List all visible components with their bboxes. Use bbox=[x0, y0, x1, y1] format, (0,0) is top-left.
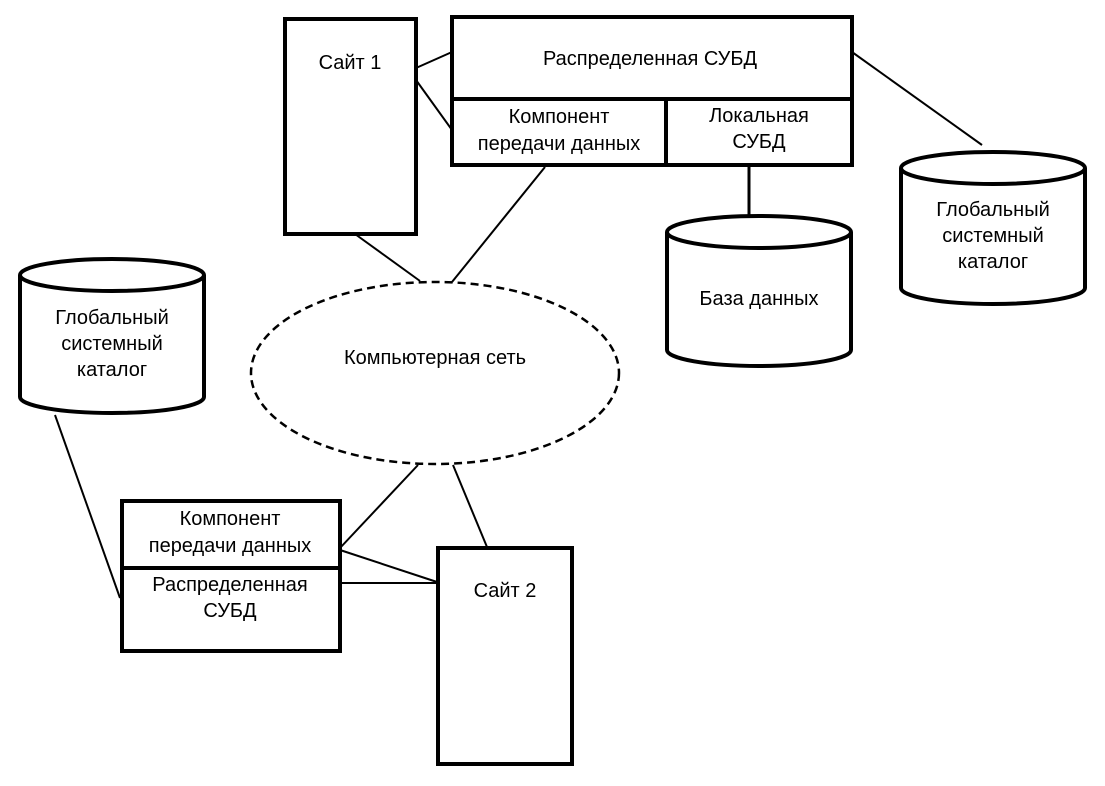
gsc-right-top bbox=[899, 150, 1087, 186]
site1-box bbox=[283, 17, 418, 236]
gsc-left-line2: системный bbox=[61, 333, 163, 355]
connector-ddbms-gsc-right bbox=[851, 51, 983, 146]
gsc-left-top bbox=[18, 257, 206, 293]
ddbms-bottom-box bbox=[120, 499, 342, 653]
dc-bottom-line2: передачи данных bbox=[149, 535, 312, 557]
connector-site1-ddbms bbox=[415, 51, 453, 69]
connector-network-site2 bbox=[452, 464, 488, 548]
site1-node: Сайт 1 bbox=[283, 17, 418, 236]
local-dbms-line2: СУБД bbox=[732, 131, 786, 153]
gsc-left-line1: Глобальный bbox=[55, 307, 169, 329]
gsc-right-body bbox=[899, 168, 1087, 306]
ddbms-bottom-line2: СУБД bbox=[203, 600, 257, 622]
dc-top-line1: Компонент bbox=[509, 106, 610, 128]
site1-label: Сайт 1 bbox=[319, 52, 382, 74]
database-top bbox=[665, 214, 853, 250]
database-body bbox=[665, 232, 853, 368]
ddbms-top-box bbox=[450, 15, 854, 167]
gsc-left-line3: каталог bbox=[77, 359, 147, 381]
dc-top-line2: передачи данных bbox=[478, 133, 641, 155]
connector-site1-network bbox=[354, 233, 421, 282]
ddbms-top-label: Распределенная СУБД bbox=[543, 48, 758, 70]
network-label: Компьютерная сеть bbox=[344, 347, 526, 369]
connector-gsc-left-ddbms-bottom bbox=[54, 414, 121, 599]
local-dbms-line1: Локальная bbox=[709, 105, 809, 127]
network-node: Компьютерная сеть bbox=[249, 280, 621, 466]
ddbms-bottom-line1: Распределенная bbox=[152, 574, 307, 596]
connector-site1-dc bbox=[415, 79, 453, 131]
gsc-right-line2: системный bbox=[942, 225, 1044, 247]
gsc-right-line3: каталог bbox=[958, 251, 1028, 273]
connectors bbox=[54, 51, 983, 599]
gsc-right-line1: Глобальный bbox=[936, 199, 1050, 221]
gsc-right-cylinder: Глобальный системный каталог bbox=[899, 150, 1087, 306]
site2-node: Сайт 2 bbox=[436, 546, 574, 766]
database-label: База данных bbox=[699, 288, 818, 310]
site1-dbms-stack: Распределенная СУБД Компонент передачи д… bbox=[450, 15, 854, 167]
gsc-left-cylinder: Глобальный системный каталог bbox=[18, 257, 206, 415]
connector-dc-bottom-site2 bbox=[339, 549, 438, 583]
connector-network-dc-bottom bbox=[339, 464, 419, 549]
network-ellipse bbox=[249, 280, 621, 466]
site2-dbms-stack: Компонент передачи данных Распределенная… bbox=[120, 499, 342, 653]
site2-label: Сайт 2 bbox=[474, 580, 537, 602]
site2-box bbox=[436, 546, 574, 766]
dc-bottom-line1: Компонент bbox=[180, 508, 281, 530]
connector-dc-network bbox=[451, 166, 546, 283]
gsc-left-body bbox=[18, 275, 206, 415]
database-cylinder: База данных bbox=[665, 214, 853, 368]
